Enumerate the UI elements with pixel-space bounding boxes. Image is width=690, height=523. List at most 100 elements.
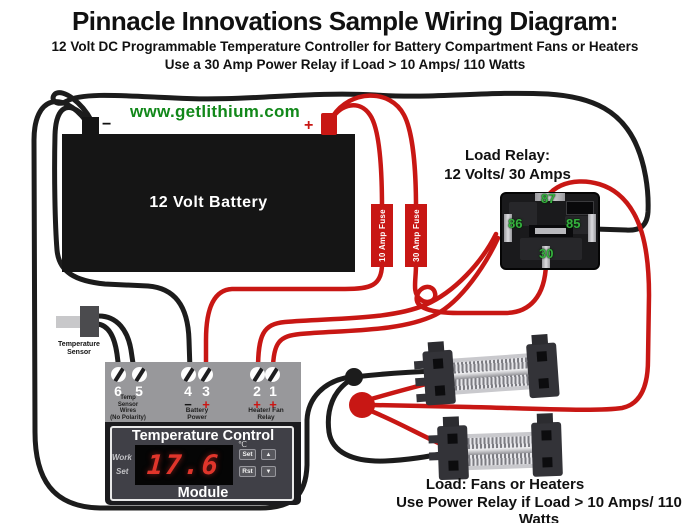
wire-terminal-1-to-relay-86 <box>270 235 501 373</box>
terminal-number-3: 3 <box>202 383 210 399</box>
heater1-mount-tab <box>531 333 549 346</box>
celsius-unit: ℃ <box>238 440 247 449</box>
wire-sensor-to-terminal-5 <box>94 313 137 373</box>
fuse-30-amp-label: 30 Amp Fuse <box>411 209 421 262</box>
heater-element-2 <box>428 413 563 481</box>
sensor-group-line1: Temp <box>120 395 136 401</box>
wire-sensor-to-terminal-6 <box>94 321 122 373</box>
heater1-mount-tab <box>427 341 445 353</box>
screw-terminal-3 <box>198 367 213 382</box>
heater2-right-bracket <box>531 413 563 477</box>
relay-group-line1: Heater/ Fan <box>248 407 284 414</box>
terminal-3-plus-sign: + <box>202 397 210 412</box>
relay-group-line2: Relay <box>257 414 275 421</box>
subtitle-line-1: 12 Volt DC Programmable Temperature Cont… <box>51 39 639 54</box>
load-relay-title-line2: 12 Volts/ 30 Amps <box>444 166 571 183</box>
terminal-4-minus-sign: − <box>184 397 192 412</box>
module-label: Module <box>177 485 229 501</box>
heater1-fins <box>448 353 534 395</box>
sensor-group-line4: (No Polarity) <box>110 414 146 421</box>
battery-group-line1: Battery <box>185 407 209 414</box>
heater1-bolt-hole <box>434 385 446 396</box>
heater2-mount-tab <box>536 413 554 424</box>
fuse-10-amp-label: 10 Amp Fuse <box>377 209 387 262</box>
terminal-number-2: 2 <box>253 383 261 399</box>
battery-power-group-label: Battery Power <box>169 407 225 421</box>
subtitle-line-2: Use a 30 Amp Power Relay if Load > 10 Am… <box>164 57 526 72</box>
battery-negative-terminal <box>82 117 99 136</box>
wire-negative-to-terminal-4 <box>52 105 193 373</box>
website-link[interactable]: www.getlithium.com <box>130 102 301 121</box>
relay-blade-85 <box>588 214 596 242</box>
heater1-bolt-hole <box>536 351 548 362</box>
heater1-terminal-prong <box>413 360 425 370</box>
wire-terminal-2-to-relay-86 <box>255 231 499 373</box>
temperature-sensor-label-line2: Sensor <box>67 349 91 356</box>
relay-terminal-30-label: 30 <box>539 246 554 261</box>
wire-junction-to-heater2-black <box>325 376 453 464</box>
heater1-terminal-prong <box>415 377 426 387</box>
heater1-bolt-hole <box>432 358 444 369</box>
wire-positive-to-10a-fuse <box>328 103 385 211</box>
screw-terminal-1 <box>265 367 280 382</box>
heater2-left-bracket <box>428 416 469 481</box>
temperature-sensor-label: Temperature Sensor <box>46 341 112 357</box>
load-note-line2: Use Power Relay if Load > 10 Amps/ 110 W… <box>396 494 682 523</box>
down-arrow-button[interactable]: ▼ <box>261 466 276 477</box>
battery-label: 12 Volt Battery <box>149 194 268 211</box>
terminal-number-5: 5 <box>135 383 143 399</box>
relay-body-detail <box>520 238 582 260</box>
heater2-bolt-hole <box>541 430 552 441</box>
controller-title: Temperature Control <box>131 428 275 444</box>
relay-blade-87 <box>535 193 565 201</box>
fuse-30-amp: 30 Amp Fuse <box>405 204 427 267</box>
heater2-bolt-hole <box>447 433 458 444</box>
wire-30a-fuse-to-relay-30 <box>412 261 549 316</box>
temperature-sensor-probe <box>56 316 82 328</box>
battery-group-line2: Power <box>187 414 207 421</box>
temperature-sensor-body <box>80 306 99 337</box>
relay-body-detail <box>509 202 537 226</box>
heater-fan-relay-group-label: Heater/ Fan Relay <box>237 407 295 421</box>
relay-terminal-87-label: 87 <box>541 191 556 206</box>
battery-negative-sign: − <box>102 116 112 133</box>
temperature-value: 17.6 <box>146 449 222 481</box>
terminal-number-1: 1 <box>269 383 277 399</box>
heater1-right-bracket <box>526 333 560 399</box>
load-relay: 87 86 85 30 <box>500 191 600 270</box>
temperature-sensor-label-line1: Temperature <box>58 341 100 348</box>
terminal-2-plus-sign: + <box>253 397 261 412</box>
battery: 12 Volt Battery <box>62 134 355 272</box>
relay-terminal-86-label: 86 <box>508 216 523 231</box>
heater1-terminal-prong <box>416 393 427 403</box>
heater2-fins <box>463 431 537 471</box>
relay-blade-86 <box>504 214 512 242</box>
battery-positive-sign: + <box>304 117 314 134</box>
reset-button[interactable]: Rst <box>239 466 256 477</box>
terminal-1-plus-sign: + <box>269 397 277 412</box>
black-junction-dot <box>345 368 363 386</box>
heater2-terminal-prong <box>428 435 439 444</box>
screw-terminal-5 <box>132 367 147 382</box>
screw-terminal-4 <box>181 367 196 382</box>
heater2-bolt-hole <box>448 460 459 471</box>
heater1-bolt-hole <box>538 378 550 389</box>
sensor-group-line3: Wires <box>119 408 137 414</box>
temperature-display: 17.6 <box>135 445 233 485</box>
load-note-line1: Load: Fans or Heaters <box>425 476 585 493</box>
relay-mount-pin <box>535 228 566 234</box>
heater1-left-bracket <box>413 341 456 406</box>
wire-negative-to-load-junction <box>31 99 353 511</box>
set-button[interactable]: Set <box>239 449 256 460</box>
relay-sticker <box>566 201 594 215</box>
heater2-bolt-hole <box>542 457 553 468</box>
up-arrow-button[interactable]: ▲ <box>261 449 276 460</box>
heater2-terminal-prong <box>429 452 440 461</box>
terminal-strip: 6 5 4 3 2 1 − + + + Temp Sensor Wires (N… <box>105 362 301 422</box>
battery-positive-terminal <box>321 113 337 135</box>
fuse-10-amp: 10 Amp Fuse <box>371 204 393 267</box>
temperature-controller: 6 5 4 3 2 1 − + + + Temp Sensor Wires (N… <box>105 362 301 505</box>
relay-terminal-85-label: 85 <box>566 216 581 231</box>
